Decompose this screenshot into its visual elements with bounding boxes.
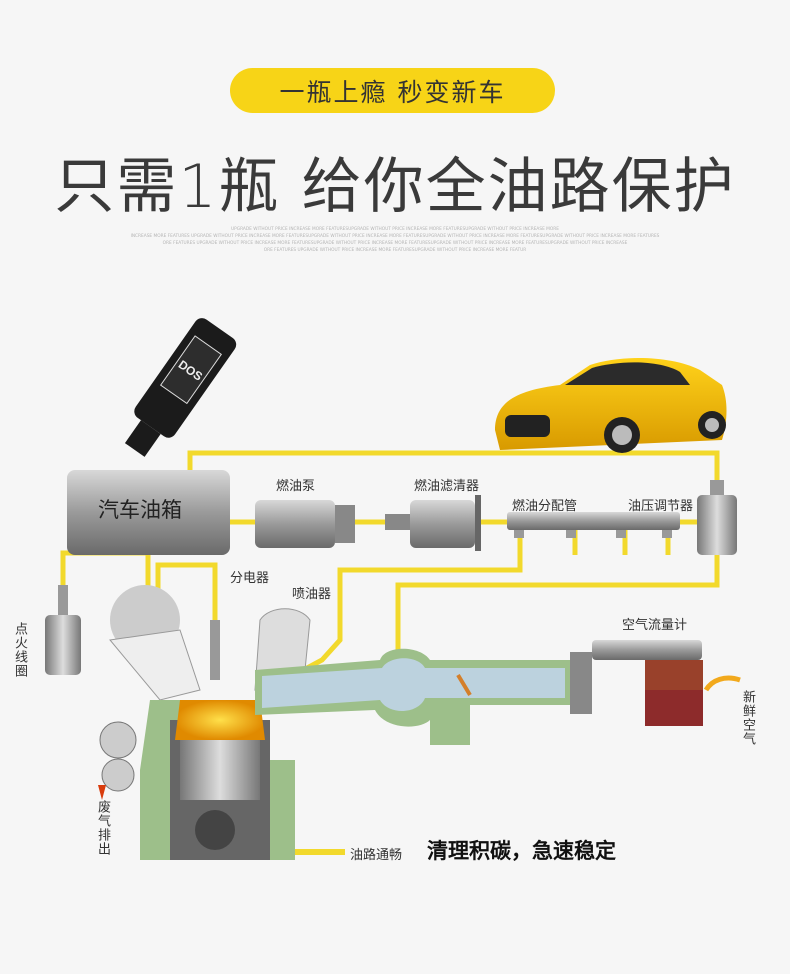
fresh-air-label: 新鲜空气 bbox=[740, 690, 755, 746]
exhaust-label: 废气排出 bbox=[95, 800, 110, 856]
page-title: 只需1瓶 给你全油路保护 bbox=[54, 152, 736, 222]
ignition-coil-shape bbox=[45, 585, 81, 675]
pressure-regulator-shape bbox=[697, 480, 737, 555]
fine-print-line: ORE FEATURES UPGRADE WITHOUT PRICE INCRE… bbox=[162, 241, 628, 246]
fine-print-line: INCREASE MORE FEATURES UPGRADE WITHOUT P… bbox=[130, 234, 660, 239]
legend-label: 油路通畅 bbox=[350, 848, 403, 863]
fuel-filter-shape bbox=[385, 495, 481, 551]
distributor-label: 分电器 bbox=[230, 571, 270, 586]
fuel-tank-label: 汽车油箱 bbox=[98, 498, 182, 522]
ignition-coil-label: 点火线圈 bbox=[12, 622, 27, 678]
injector-label: 喷油器 bbox=[292, 587, 332, 602]
fuel-pump-label: 燃油泵 bbox=[276, 479, 316, 494]
fuel-tank-shape bbox=[67, 470, 230, 555]
fine-print: UPGRADE WITHOUT PRICE INCREASE MORE FEAT… bbox=[100, 226, 690, 254]
intake-manifold bbox=[255, 648, 575, 745]
air-flow-meter-shape bbox=[570, 640, 741, 726]
fine-print-line: UPGRADE WITHOUT PRICE INCREASE MORE FEAT… bbox=[231, 227, 559, 232]
tagline-pill: 一瓶上瘾 秒变新车 bbox=[230, 68, 555, 113]
engine-block bbox=[98, 608, 311, 860]
fuel-pump-shape bbox=[255, 500, 355, 548]
fuel-filter-label: 燃油滤清器 bbox=[414, 479, 480, 494]
tagline-text: 一瓶上瘾 秒变新车 bbox=[279, 77, 506, 107]
slogan: 清理积碳，急速稳定 bbox=[427, 839, 616, 863]
additive-bottle: DOS bbox=[124, 318, 237, 457]
fine-print-line: ORE FEATURES UPGRADE WITHOUT PRICE INCRE… bbox=[263, 248, 527, 253]
fuel-rail-shape bbox=[507, 512, 680, 538]
fuel-rail-label: 燃油分配管 bbox=[512, 499, 578, 514]
pressure-regulator-label: 油压调节器 bbox=[628, 499, 694, 514]
air-flow-meter-label: 空气流量计 bbox=[622, 618, 688, 633]
car-image bbox=[495, 358, 727, 453]
